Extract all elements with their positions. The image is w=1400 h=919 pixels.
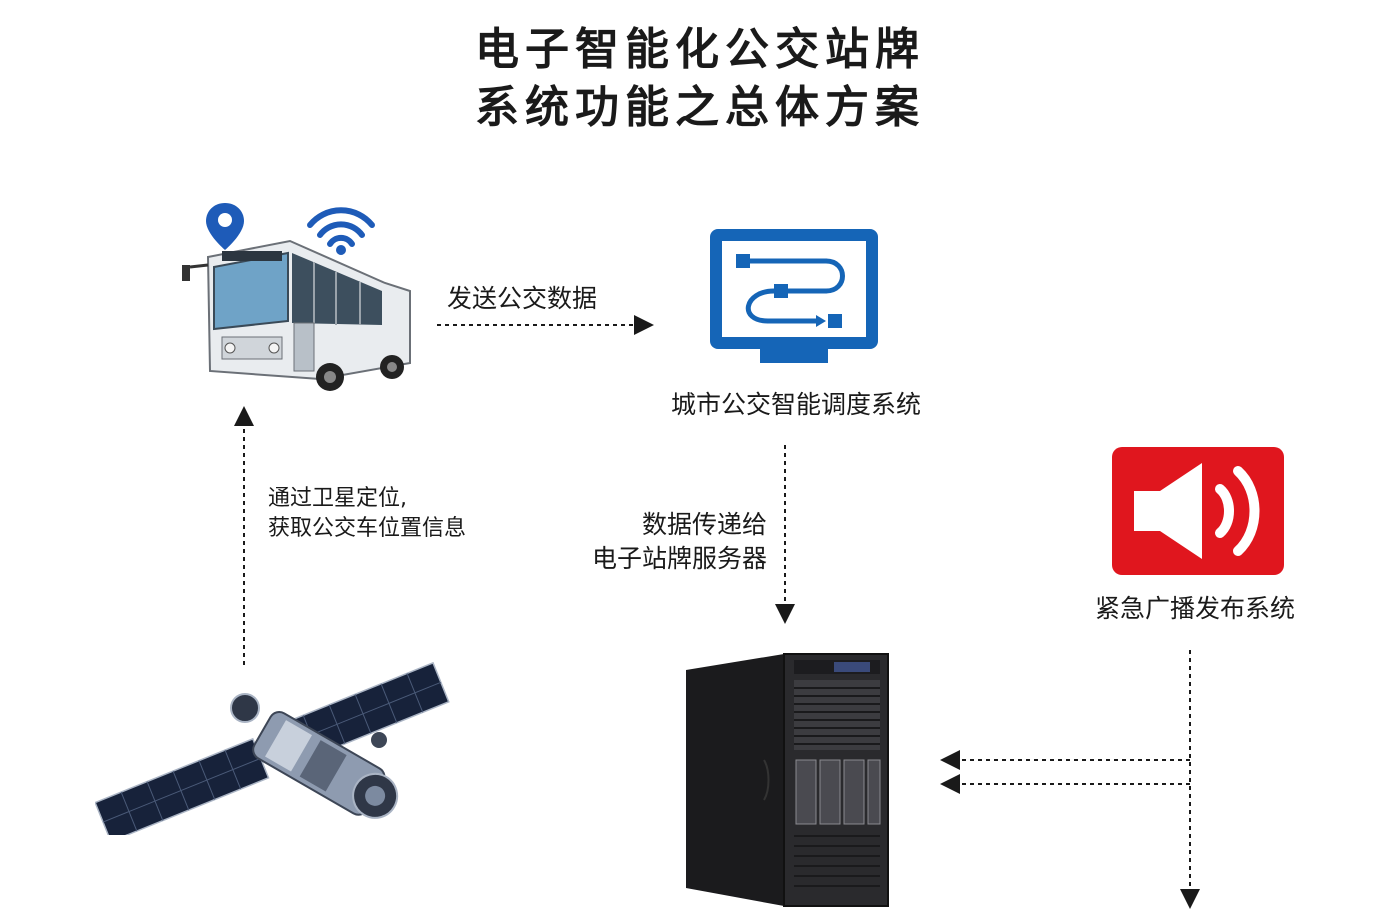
satellite-icon xyxy=(94,661,450,843)
server-node xyxy=(684,650,890,910)
broadcast-system-label: 紧急广播发布系统 xyxy=(1094,594,1295,623)
edge-label-satellite-line-1: 通过卫星定位, xyxy=(268,486,407,511)
dispatch-monitor-icon xyxy=(710,229,878,363)
wifi-icon xyxy=(307,207,375,247)
title-line-1: 电子智能化公交站牌 xyxy=(475,24,925,75)
edge-label-bus-to-dispatch: 发送公交数据 xyxy=(447,284,598,313)
dispatch-system-node xyxy=(708,227,880,367)
edge-label-server-line-2: 电子站牌服务器 xyxy=(591,544,767,573)
location-pin-icon xyxy=(206,203,244,250)
edge-label-server-line-1: 数据传递给 xyxy=(641,510,767,539)
server-tower-icon xyxy=(686,653,889,907)
bus-icon xyxy=(182,203,411,391)
satellite-node xyxy=(94,660,450,843)
edge-label-satellite-line-2: 获取公交车位置信息 xyxy=(268,516,467,541)
title-line-2: 系统功能之总体方案 xyxy=(475,82,925,133)
dispatch-system-label: 城市公交智能调度系统 xyxy=(670,390,921,419)
speaker-icon xyxy=(1112,447,1284,575)
broadcast-system-node xyxy=(1112,447,1284,575)
bus-node xyxy=(170,195,420,395)
